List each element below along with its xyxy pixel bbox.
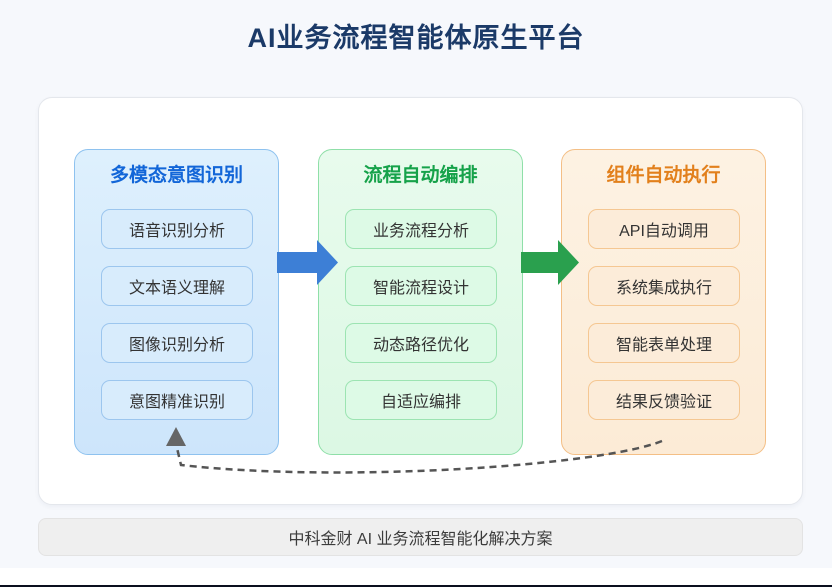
item-box: 意图精准识别 xyxy=(101,380,253,420)
diagram-card: 多模态意图识别 语音识别分析 文本语义理解 图像识别分析 意图精准识别 流程自动… xyxy=(38,97,803,505)
item-box: 语音识别分析 xyxy=(101,209,253,249)
column-items: 语音识别分析 文本语义理解 图像识别分析 意图精准识别 xyxy=(75,209,278,420)
item-box: 业务流程分析 xyxy=(345,209,497,249)
item-box: 文本语义理解 xyxy=(101,266,253,306)
column-title: 流程自动编排 xyxy=(363,165,478,186)
bottom-white-strip xyxy=(0,568,832,588)
bottom-border-line xyxy=(0,585,832,587)
page-title: AI业务流程智能体原生平台 xyxy=(247,23,585,53)
item-box: 图像识别分析 xyxy=(101,323,253,363)
column-component-execution: 组件自动执行 API自动调用 系统集成执行 智能表单处理 结果反馈验证 xyxy=(561,149,766,455)
column-process-orchestration: 流程自动编排 业务流程分析 智能流程设计 动态路径优化 自适应编排 xyxy=(318,149,523,455)
column-items: 业务流程分析 智能流程设计 动态路径优化 自适应编排 xyxy=(319,209,522,420)
item-box: 结果反馈验证 xyxy=(588,380,740,420)
item-box: 系统集成执行 xyxy=(588,266,740,306)
column-title: 组件自动执行 xyxy=(606,165,721,186)
item-box: API自动调用 xyxy=(588,209,740,249)
item-box: 自适应编排 xyxy=(345,380,497,420)
item-box: 智能流程设计 xyxy=(345,266,497,306)
column-multimodal-intent: 多模态意图识别 语音识别分析 文本语义理解 图像识别分析 意图精准识别 xyxy=(74,149,279,455)
column-title: 多模态意图识别 xyxy=(109,165,243,186)
column-items: API自动调用 系统集成执行 智能表单处理 结果反馈验证 xyxy=(562,209,765,420)
item-box: 动态路径优化 xyxy=(345,323,497,363)
footer-caption-text: 中科金财 AI 业务流程智能化解决方案 xyxy=(288,531,553,548)
footer-caption-bar: 中科金财 AI 业务流程智能化解决方案 xyxy=(38,518,803,556)
item-box: 智能表单处理 xyxy=(588,323,740,363)
